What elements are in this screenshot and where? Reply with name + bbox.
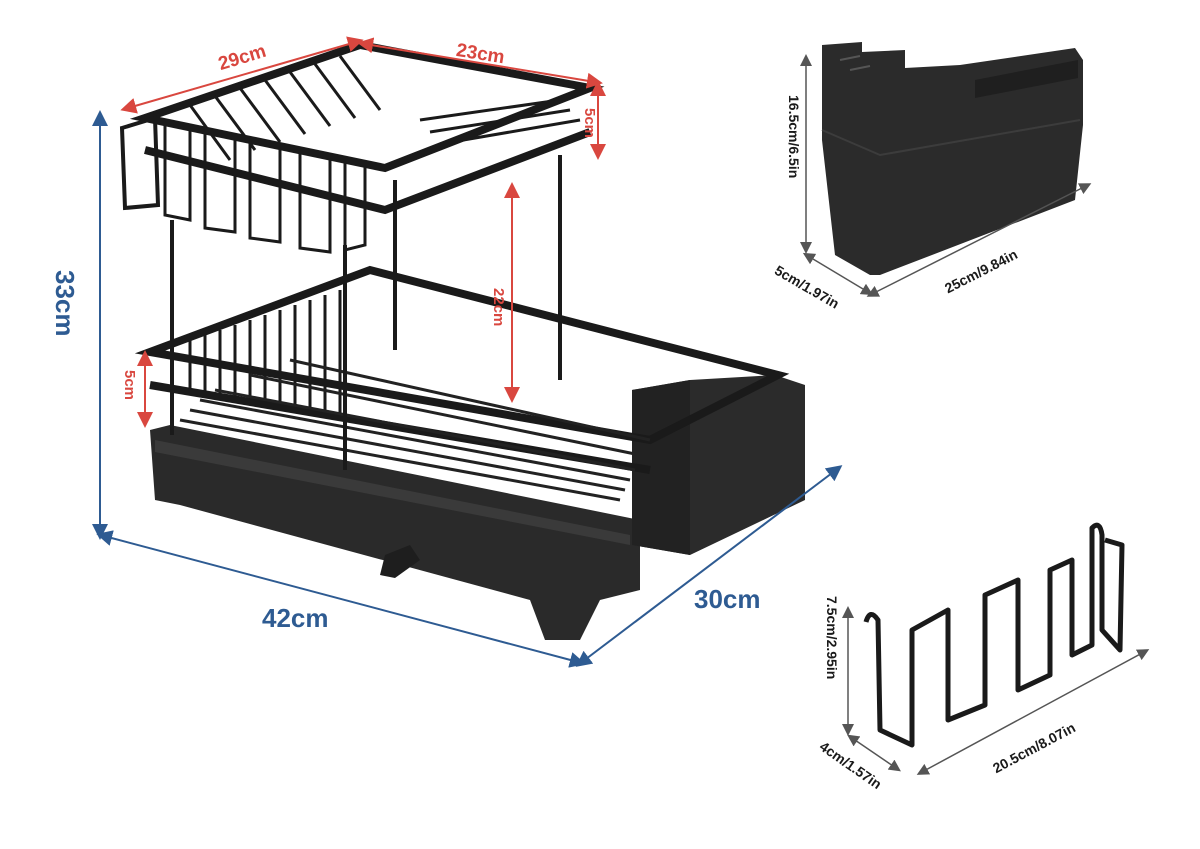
top-tier-height-label: 5cm — [581, 108, 598, 139]
tier-gap-label: 22cm — [490, 288, 507, 327]
dimension-lines-main — [92, 36, 843, 668]
total-depth-label: 30cm — [694, 584, 761, 614]
dish-rack-drawing — [119, 40, 805, 640]
total-width-label: 42cm — [262, 603, 329, 633]
cup-holder-drawing — [863, 522, 1125, 748]
utensil-holder-drawing — [821, 42, 1083, 275]
utensil-height-label: 16.5cm/6.5in — [786, 95, 802, 179]
bottom-tier-height-label: 5cm — [121, 370, 138, 401]
dimension-lines-utensil — [800, 54, 1092, 297]
dimension-lines-cup — [842, 606, 1150, 775]
cup-height-label: 7.5cm/2.95in — [824, 596, 840, 680]
total-height-label: 33cm — [50, 270, 80, 337]
